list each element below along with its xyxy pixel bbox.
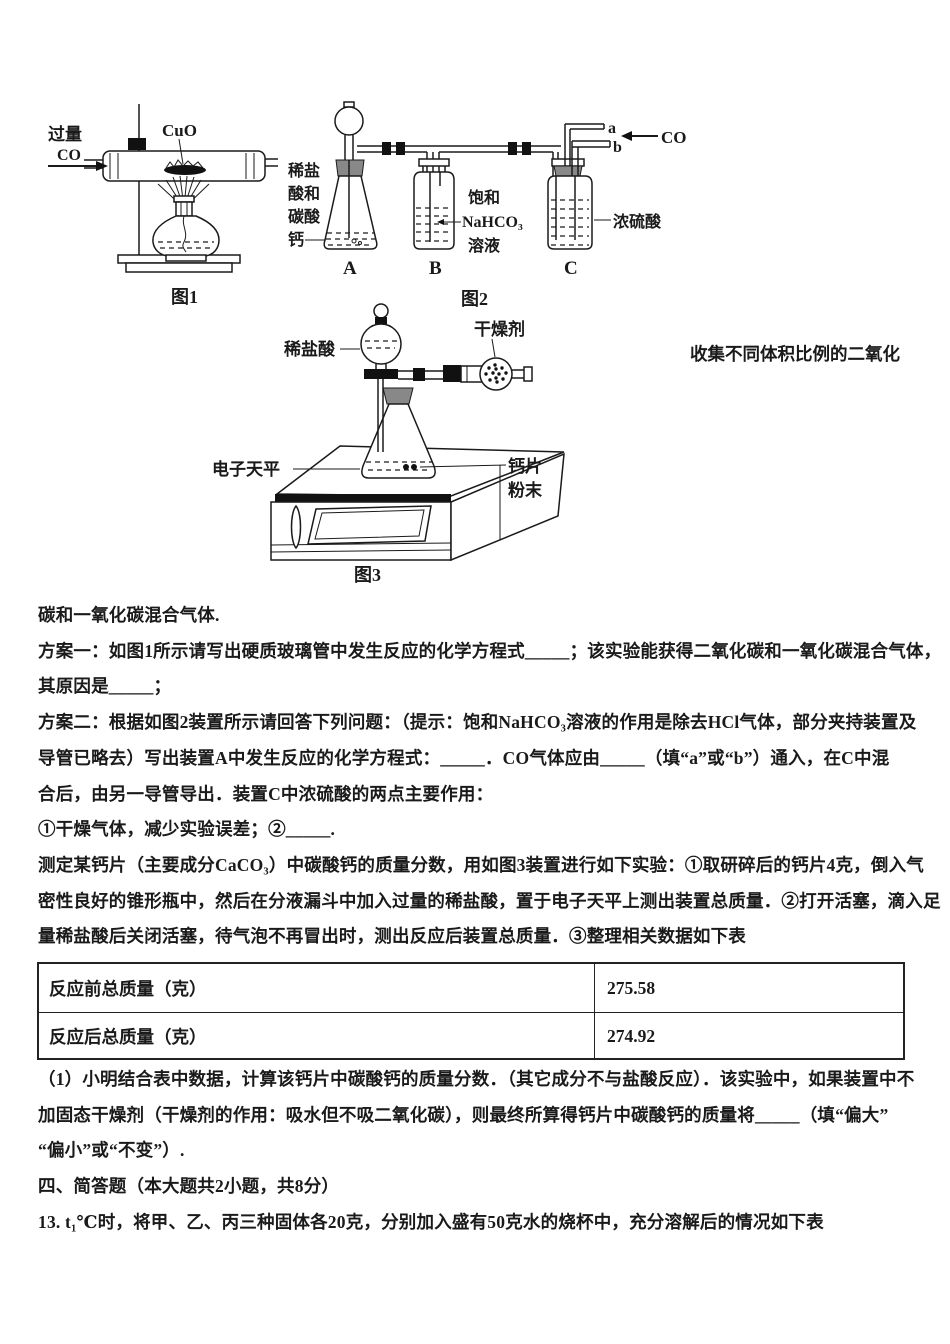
body-line: 密性良好的锥形瓶中，然后在分液漏斗中加入过量的稀盐酸，置于电子天平上测出装置总质… (38, 890, 941, 911)
svg-text:粉末: 粉末 (508, 480, 543, 500)
clamp (128, 138, 146, 150)
co-inlet-arrow: CO (621, 128, 687, 147)
dropping-funnel (360, 303, 402, 379)
port-a-tube: a (564, 120, 616, 166)
table-row-label: 反应前总质量（克） (39, 964, 595, 1012)
bottle-c-label: 浓硫酸 (594, 212, 662, 231)
gas-in-text-2: CO (57, 147, 81, 164)
figure-area: CuO 过量 CO 图1 (0, 0, 950, 598)
figure1-diagram: CuO 过量 CO 图1 (48, 104, 278, 307)
cuo-leader-line (178, 138, 184, 165)
body-line: ①干燥气体，减少实验误差；②_____. (38, 819, 336, 840)
body-line: 导管已略去）写出装置A中发生反应的化学方程式：_____．CO气体应由_____… (38, 747, 890, 768)
figure1-caption: 图1 (171, 287, 198, 307)
cuo-powder (164, 159, 206, 175)
gas-outlet-line (398, 365, 484, 383)
svg-text:钙: 钙 (288, 230, 304, 249)
stopcock (364, 369, 398, 379)
connecting-tubes (357, 142, 561, 176)
svg-text:干燥剂: 干燥剂 (474, 319, 525, 339)
svg-text:NaHCO₃: NaHCO₃ (462, 214, 523, 231)
table-row: 反应后总质量（克） 274.92 (39, 1012, 903, 1060)
mass-data-table: 反应前总质量（克） 275.58 反应后总质量（克） 274.92 (37, 962, 905, 1060)
body-line: 加固态干燥剂（干燥剂的作用：吸水但不吸二氧化碳），则最终所算得钙片中碳酸钙的质量… (38, 1104, 889, 1125)
flask-a-label: 稀盐 酸和 碳酸 钙 (288, 161, 325, 249)
bottle-c (547, 158, 593, 250)
side-note-text: 收集不同体积比例的二氧化 (690, 344, 900, 364)
svg-text:稀盐: 稀盐 (288, 161, 320, 180)
svg-text:浓硫酸: 浓硫酸 (613, 212, 662, 231)
body-line: 测定某钙片（主要成分CaCO₃）中碳酸钙的质量分数，用如图3装置进行如下实验：①… (38, 854, 924, 875)
body-line: 其原因是_____； (38, 676, 172, 697)
svg-text:溶液: 溶液 (468, 236, 501, 255)
svg-text:钙片: 钙片 (508, 456, 542, 476)
body-line: “偏小”或“不变”）. (38, 1140, 185, 1161)
bottle-b-label: 饱和 NaHCO₃ 溶液 (437, 188, 523, 255)
acid-label: 稀盐酸 (284, 339, 360, 359)
body-line: 合后，由另一导管导出．装置C中浓硫酸的两点主要作用： (38, 783, 494, 804)
balance-display (307, 505, 432, 545)
tablet-powder-label: 钙片 粉末 (419, 456, 543, 540)
question-continuation: （1）小明结合表中数据，计算该钙片中碳酸钙的质量分数．（其它成分不与盐酸反应）．… (38, 1062, 915, 1241)
gas-inlet-label: 过量 CO (48, 124, 108, 171)
separating-funnel-a (334, 101, 364, 160)
figure2-diagram: 稀盐 酸和 碳酸 钙 A 饱和 NaHCO₃ 溶液 B (288, 101, 687, 309)
figure3-diagram: 稀盐酸 干燥剂 电子天平 钙片 粉末 图3 (212, 303, 565, 585)
co-inlet-text: CO (661, 128, 687, 147)
figure3-caption: 图3 (354, 565, 381, 585)
svg-text:饱和: 饱和 (468, 188, 500, 207)
desiccant-label: 干燥剂 (474, 319, 525, 358)
balance-knob (290, 504, 302, 550)
body-line: 碳和一氧化碳混合气体. (38, 605, 220, 625)
balance-label: 电子天平 (212, 459, 360, 479)
svg-text:稀盐酸: 稀盐酸 (284, 339, 336, 359)
alcohol-lamp (152, 195, 220, 262)
cuo-label: CuO (162, 121, 197, 140)
bottle-b (413, 158, 455, 250)
figure2-caption: 图2 (461, 289, 488, 309)
section-heading: 四、简答题（本大题共2小题，共8分） (38, 1176, 340, 1197)
svg-text:碳酸: 碳酸 (288, 207, 321, 226)
gas-in-text-1: 过量 (48, 124, 82, 144)
port-a-letter: a (608, 120, 616, 137)
body-line: 方案二：根据如图2装置所示请回答下列问题：（提示：饱和NaHCO₃溶液的作用是除… (38, 712, 917, 733)
drying-ball (479, 357, 533, 391)
body-line: 量稀盐酸后关闭活塞，待气泡不再冒出时，测出反应后装置总质量．③整理相关数据如下表 (38, 926, 746, 947)
table-row-value: 274.92 (607, 1026, 656, 1046)
port-b-letter: b (613, 139, 622, 156)
question-body: 碳和一氧化碳混合气体. 方案一：如图1所示请写出硬质玻璃管中发生反应的化学方程式… (38, 598, 942, 955)
conical-flask (361, 379, 436, 479)
body-line: （1）小明结合表中数据，计算该钙片中碳酸钙的质量分数．（其它成分不与盐酸反应）．… (38, 1069, 915, 1089)
body-line: 13. t₁℃时，将甲、乙、丙三种固体各20克，分别加入盛有50克水的烧杯中，充… (38, 1211, 824, 1232)
table-row-value: 275.58 (607, 977, 656, 998)
flask-a (323, 159, 378, 250)
svg-text:电子天平: 电子天平 (212, 459, 280, 479)
vessel-b-letter: B (429, 258, 442, 279)
svg-text:酸和: 酸和 (288, 184, 320, 203)
table-row: 反应前总质量（克） 275.58 (39, 964, 903, 1012)
body-line: 方案一：如图1所示请写出硬质玻璃管中发生反应的化学方程式_____；该实验能获得… (38, 640, 942, 661)
port-b-tube: b (571, 139, 622, 176)
table-row-label: 反应后总质量（克） (39, 1013, 595, 1060)
vessel-c-letter: C (564, 258, 578, 279)
vessel-a-letter: A (343, 258, 357, 279)
